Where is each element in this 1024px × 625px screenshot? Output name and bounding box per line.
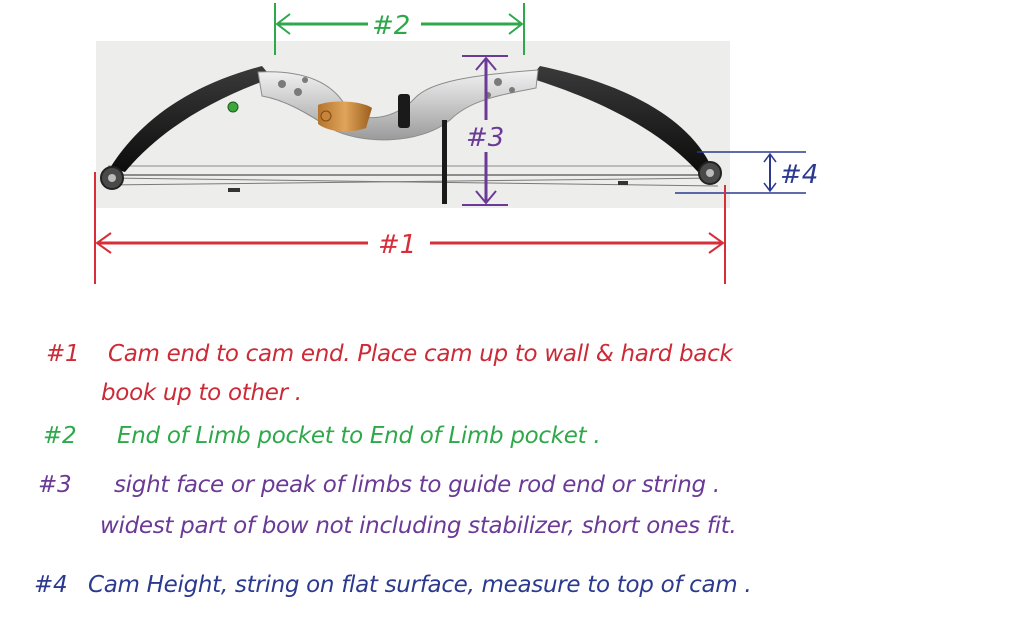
legend-2-text-line1: End of Limb pocket to End of Limb pocket…	[117, 423, 601, 449]
dimension-2-label: #2	[372, 11, 410, 41]
dimension-1: #1	[94, 172, 726, 284]
dimension-4-label: #4	[780, 160, 818, 190]
legend-2-number: #2	[43, 423, 77, 449]
legend-1-text-line1: Cam end to cam end. Place cam up to wall…	[108, 341, 733, 367]
legend-1-number: #1	[46, 341, 80, 367]
legend-4-number: #4	[34, 572, 68, 598]
legend-3-text-line1: sight face or peak of limbs to guide rod…	[114, 472, 720, 498]
dimension-2: #2	[274, 3, 525, 55]
bow-measurement-diagram: #2 #3 #4 #1	[94, 3, 818, 284]
dimension-1-label: #1	[378, 230, 416, 260]
compound-bow-image	[100, 66, 722, 204]
legend-4-text-line1: Cam Height, string on flat surface, meas…	[88, 572, 752, 598]
legend-1-text-line2: book up to other .	[101, 380, 302, 406]
dimension-3: #3	[462, 55, 508, 206]
legend-3-text-line2: widest part of bow not including stabili…	[100, 513, 737, 539]
dimension-4: #4	[675, 151, 818, 194]
dimension-3-label: #3	[466, 123, 504, 153]
legend-3-number: #3	[38, 472, 72, 498]
